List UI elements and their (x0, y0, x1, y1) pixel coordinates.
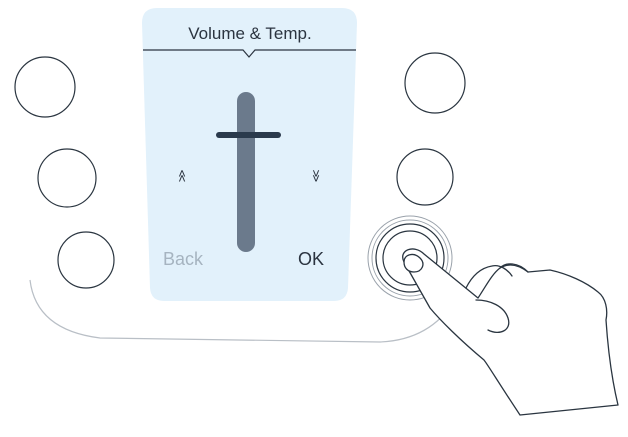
pressing-hand-icon (403, 249, 618, 415)
left-top-button[interactable] (15, 57, 75, 117)
right-middle-button[interactable] (397, 149, 453, 205)
double-chevron-up-icon-second: ˄ (178, 166, 186, 181)
left-middle-button[interactable] (38, 149, 96, 207)
right-top-button[interactable] (405, 53, 465, 113)
slider-track[interactable] (237, 92, 255, 252)
display-title: Volume & Temp. (188, 24, 311, 43)
back-label: Back (163, 249, 204, 269)
display-screen: Volume & Temp. ˄ ˄ ˅ ˅ Back OK (142, 8, 357, 301)
left-bottom-button[interactable] (58, 232, 114, 288)
ok-label: OK (298, 249, 324, 269)
slider-thumb[interactable] (216, 132, 281, 138)
double-chevron-down-icon-second: ˅ (312, 166, 320, 181)
